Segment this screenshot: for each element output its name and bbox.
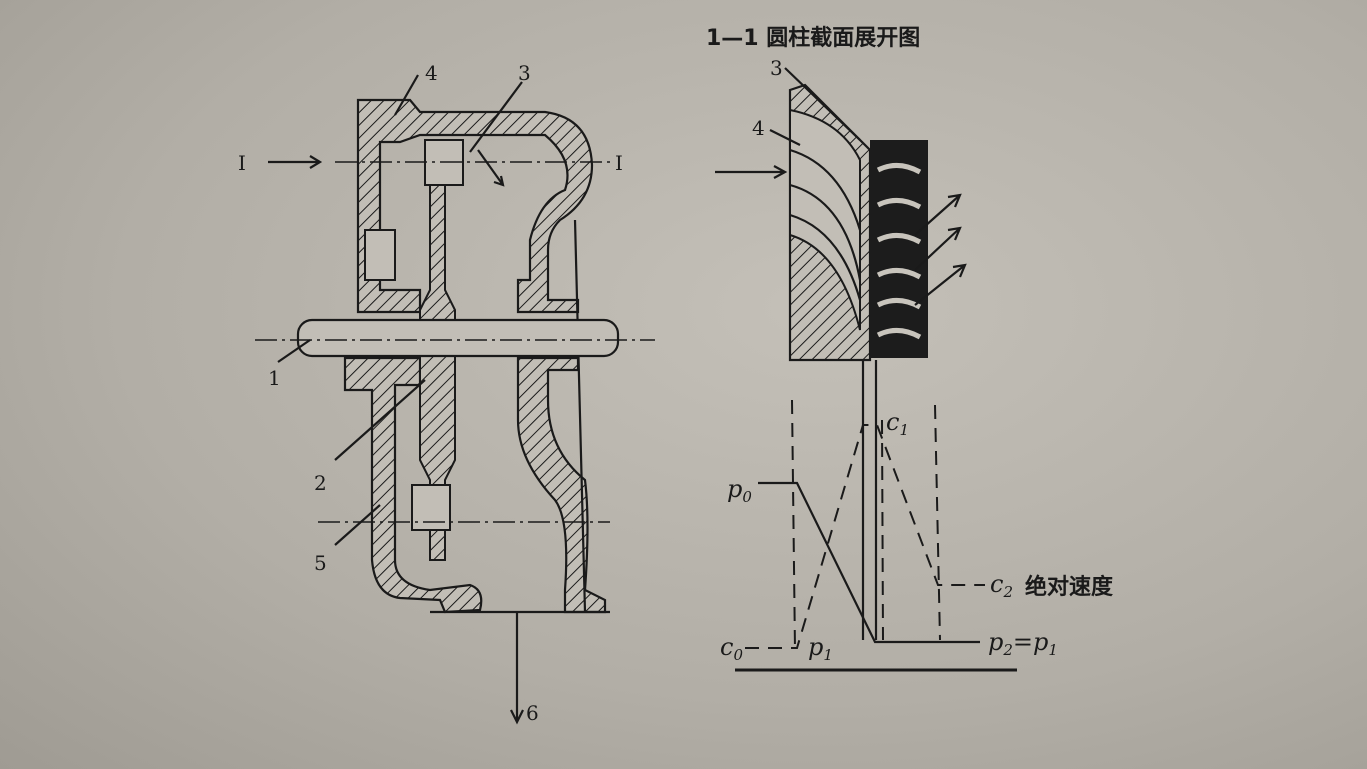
c2-label: c2 [990, 570, 1013, 601]
section-marker-left: I [238, 151, 246, 175]
rotor-blade-row [870, 140, 928, 358]
absolute-velocity-label: 绝对速度 [1025, 574, 1114, 600]
rotor-disk [419, 179, 456, 561]
blade-lower [411, 484, 451, 531]
label-2: 2 [314, 471, 327, 495]
shaft [296, 318, 620, 358]
developed-section: 1—1 圆柱截面展开图 3 4 p0 p1 p2=p1 c0 c1 c2 绝对速… [706, 26, 1114, 672]
p0-label: p0 [727, 475, 752, 506]
casing-right-lower [516, 356, 607, 614]
section-title: 1—1 圆柱截面展开图 [706, 26, 920, 51]
label-5: 5 [314, 551, 327, 575]
p1-label: p1 [808, 633, 833, 664]
velocity-line [745, 424, 985, 649]
label-1: 1 [268, 366, 281, 390]
turbine-cross-section: I I 1 2 3 4 5 6 [238, 61, 655, 725]
c1-label: c1 [886, 408, 909, 439]
pressure-line [758, 481, 980, 644]
right-label-4: 4 [752, 116, 765, 140]
casing-window [364, 229, 396, 281]
label-4: 4 [425, 61, 438, 85]
label-6: 6 [526, 701, 539, 725]
pressure-velocity-graph: p0 p1 p2=p1 c0 c1 c2 绝对速度 [720, 360, 1114, 672]
p2-label: p2=p1 [988, 628, 1058, 659]
c0-label: c0 [720, 633, 743, 664]
section-marker-right: I [615, 151, 623, 175]
right-label-3: 3 [770, 56, 783, 80]
label-3: 3 [518, 61, 531, 85]
casing-outer [356, 98, 594, 314]
